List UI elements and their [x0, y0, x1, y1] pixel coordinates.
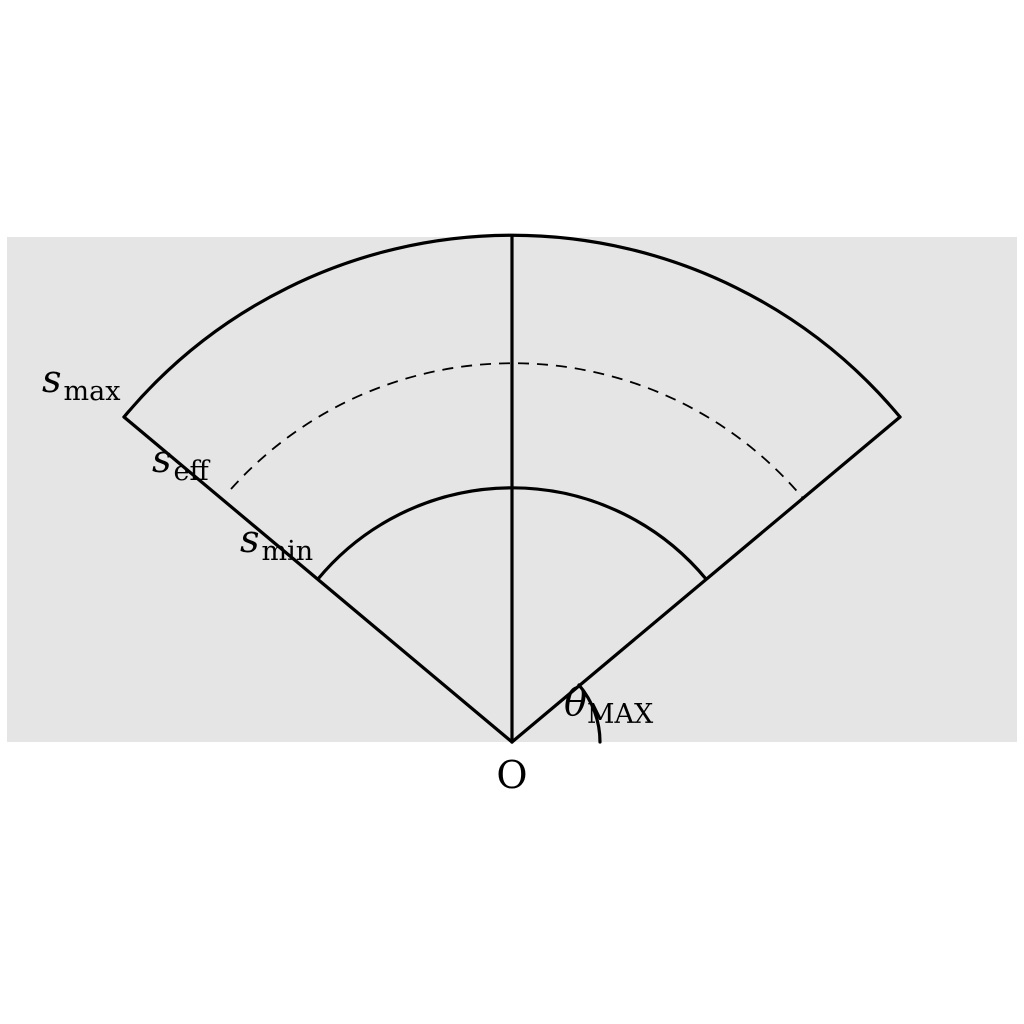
- label-theta-max: θMAX: [564, 680, 654, 730]
- label-origin: O: [496, 753, 527, 797]
- right-radius: [510, 415, 902, 744]
- label-s-min: smin: [240, 517, 313, 567]
- left-radius: [122, 415, 514, 744]
- label-s-eff: seff: [152, 437, 210, 487]
- label-s-max: smax: [42, 357, 120, 407]
- outer-arc-smax: [122, 233, 902, 419]
- effective-arc-seff: [230, 362, 803, 498]
- angle-arc-theta: [577, 683, 602, 744]
